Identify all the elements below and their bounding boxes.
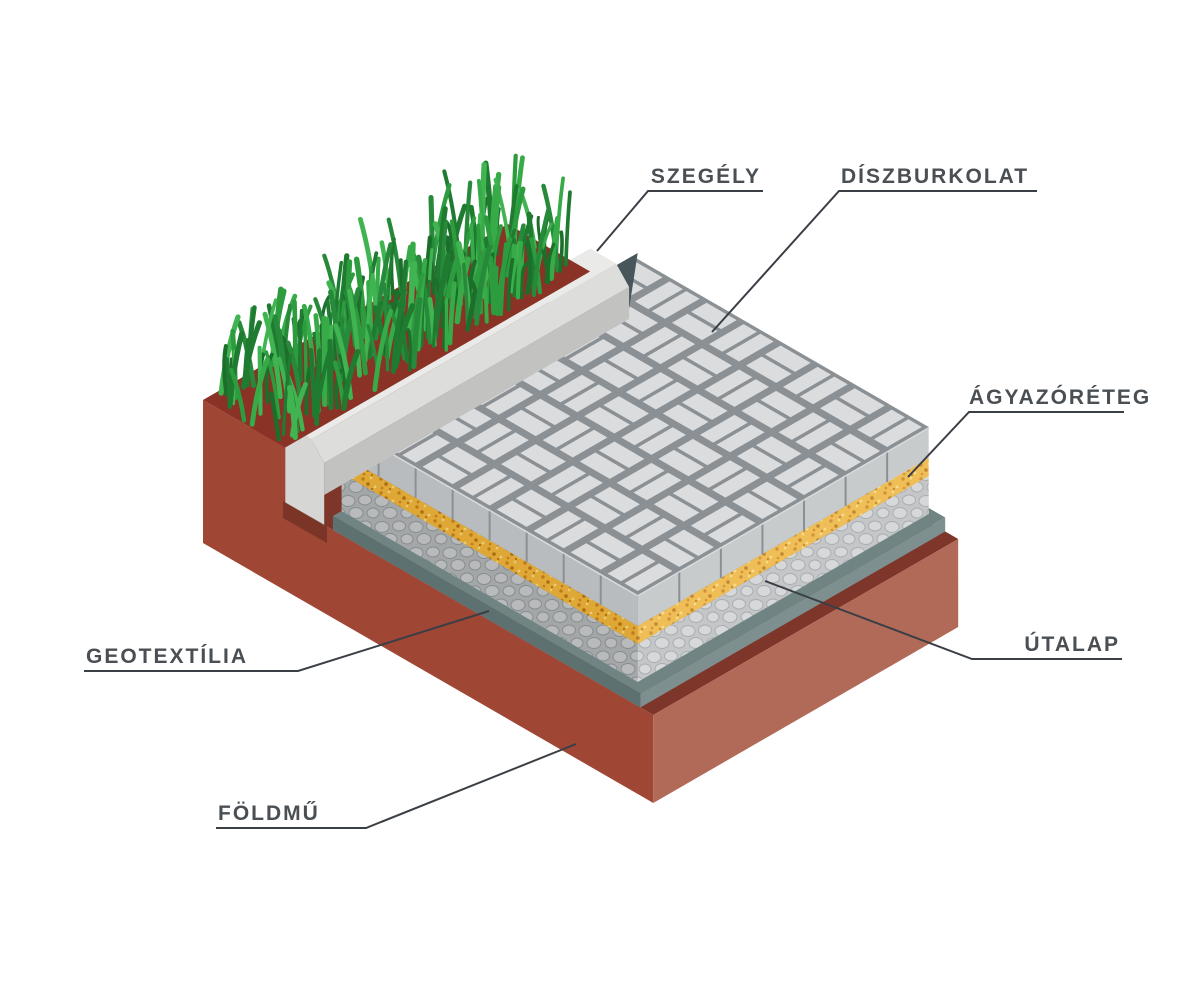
label-group-foldmu: FÖLDMŰ (216, 743, 577, 829)
grass-verge (203, 153, 591, 448)
labels: SZEGÉLY DÍSZBURKOLAT ÁGYAZÓRÉTEG ÚTALAP … (84, 165, 1151, 829)
label-utalap: ÚTALAP (1024, 632, 1120, 656)
label-geotextilia: GEOTEXTÍLIA (86, 645, 248, 668)
leader-line-szegely (596, 190, 763, 252)
label-group-utalap: ÚTALAP (764, 580, 1122, 660)
label-group-geotextilia: GEOTEXTÍLIA (84, 610, 490, 672)
label-diszburkolat: DÍSZBURKOLAT (841, 165, 1029, 188)
leader-line-foldmu (216, 743, 577, 829)
label-group-diszburkolat: DÍSZBURKOLAT (711, 165, 1037, 333)
leader-line-diszburkolat (711, 190, 1037, 333)
bedding-layer (341, 455, 929, 644)
leader-line-geotextilia (84, 610, 490, 672)
road-base-layer (341, 473, 929, 682)
label-group-szegely: SZEGÉLY (596, 165, 763, 252)
leader-line-agyazoreteg (907, 411, 1124, 478)
label-szegely: SZEGÉLY (651, 165, 761, 188)
label-group-agyazoreteg: ÁGYAZÓRÉTEG (907, 385, 1151, 478)
label-agyazoreteg: ÁGYAZÓRÉTEG (969, 385, 1151, 409)
label-foldmu: FÖLDMŰ (218, 802, 320, 825)
leader-line-utalap (764, 580, 1122, 660)
